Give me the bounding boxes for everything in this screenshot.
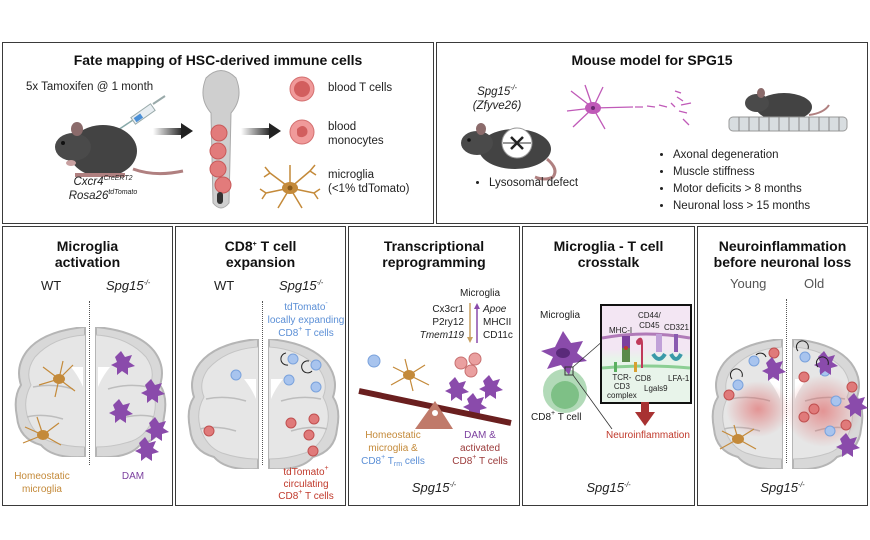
syringe-icon [114,95,166,133]
panel-transcriptional: Transcriptional reprogramming Microglia … [348,226,520,506]
panel-title: Microglia activation [54,238,121,270]
t-cell-icon [289,76,315,102]
bone-marrow-icon [202,70,240,209]
condition-label-old: Old [804,276,825,291]
microglia-tcell-contact [541,331,613,430]
panel-title: Microglia - T cell crosstalk [553,238,664,270]
output-label-monocytes: blood monocytes [328,121,384,147]
panel-title: Fate mapping of HSC-derived immune cells [73,52,363,68]
divider [786,299,787,463]
output-label-microglia: microglia (<1% tdTomato) [328,169,410,195]
label-tcr: TCR- CD3 complex [607,373,637,400]
panel-neuroinflammation: Neuroinflammation before neuronal loss Y… [697,226,868,506]
panel-mouse-model: Mouse model for SPG15 Spg15-/- (Zfyve26)… [436,42,868,224]
bullet-item: Axonal degeneration [673,147,810,164]
genotype-label: Cxcr4CreERT2 Rosa26tdTomato [68,175,138,202]
divider [262,301,263,465]
tcell-label: CD8+ T cell [531,410,582,423]
label-lfa1: LFA-1 [668,374,690,383]
degenerating-neuron-icon [566,84,692,130]
panel-fate-mapping: Fate mapping of HSC-derived immune cells… [2,42,434,224]
label-mhc: MHC-I [609,326,633,335]
panel-title: CD8+ T cell expansion [224,238,297,270]
bullet-item: Motor deficits > 8 months [673,181,810,198]
panel-title: Neuroinflammation before neuronal loss [713,238,852,270]
homeostatic-caption: Homeostatic microglia [14,471,70,495]
panel-cd8-expansion: CD8+ T cell expansion WT Spg15-/- tdToma… [175,226,346,506]
arrow-right-icon [153,123,193,139]
right-bullets: Axonal degeneration Muscle stiffness Mot… [659,147,810,215]
condition-label-ko: Spg15-/- [106,278,151,293]
homeostatic-microglia-icon [22,351,169,461]
rotarod-mouse-icon [728,88,848,132]
condition-label-wt: WT [214,278,235,293]
genotype-footer: Spg15-/- [411,480,457,495]
label-cd8: CD8 [635,374,652,383]
microglia-label: Microglia [540,310,581,321]
arrow-right-icon [241,123,281,139]
left-bullets: Lysosomal defect [475,175,578,192]
down-arrow-icon [467,303,473,343]
condition-label-ko: Spg15-/- [279,278,324,293]
microglia-icon [259,164,321,209]
genotype-footer: Spg15-/- [586,480,631,495]
mouse-icon [55,122,184,177]
label-cd321: CD321 [664,323,689,332]
genotype-footer: Spg15-/- [760,480,805,495]
t-cells-overlay [203,352,322,457]
up-arrow-icon [474,303,480,343]
panel-title: Mouse model for SPG15 [571,52,733,68]
gene-label: Spg15-/- (Zfyve26) [472,85,522,112]
treatment-label: 5x Tamoxifen @ 1 month [26,81,154,93]
synapse-diagram [602,332,690,372]
down-arrow-icon [635,402,655,426]
condition-label-young: Young [730,276,767,291]
dam-caption: DAM & activated CD8+ T cells [452,430,508,467]
bullet-item: Lysosomal defect [489,175,578,192]
output-label-t-cells: blood T cells [328,82,393,94]
divider [89,301,90,465]
bullet-item: Neuronal loss > 15 months [673,198,810,215]
label-lgals9: Lgals9 [644,384,668,393]
inflammation-overlay [719,340,868,457]
seesaw-illustration [358,352,512,429]
knockout-mouse-icon [461,123,557,181]
circulating-tcell-caption: tdTomato+ circulating CD8+ T cells [278,465,334,502]
up-genes: Apoe MHCII CD11c [483,304,513,341]
outcome-label: Neuroinflammation [606,430,690,441]
panel-title: Transcriptional reprogramming [382,238,486,270]
homeostatic-caption: Homeostatic microglia & CD8+ Trm cells [361,430,425,468]
local-tcell-caption: tdTomato- locally expanding CD8+ T cells [267,300,345,339]
condition-label-wt: WT [41,278,62,293]
monocyte-icon [289,119,315,145]
label-cd44: CD44/ CD45 [638,311,661,330]
synapse-inset: MHC-I CD44/ CD45 CD321 TCR- CD3 complex … [600,304,692,404]
panel-microglia-activation: Microglia activation WT Spg15-/- Homeost… [2,226,173,506]
panel-crosstalk: Microglia - T cell crosstalk Microglia C… [522,226,695,506]
dam-caption: DAM [121,471,145,482]
bullet-item: Muscle stiffness [673,164,810,181]
gene-header: Microglia [460,288,501,299]
down-genes: Cx3cr1 P2ry12 Tmem119 [419,304,464,341]
